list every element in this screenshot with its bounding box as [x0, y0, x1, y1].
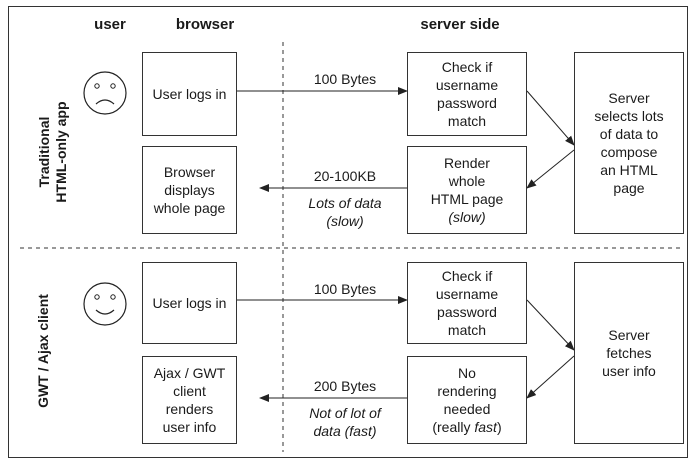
bottom-user-logs-in-box: User logs in — [142, 262, 237, 344]
top-render-text: Render whole HTML page — [430, 155, 504, 207]
top-check-credentials-box: Check if username password match — [407, 52, 527, 136]
top-render-box: Render whole HTML page (slow) — [407, 146, 527, 234]
bottom-server-fetch-box: Server fetches user info — [574, 262, 684, 444]
sad-face-icon — [83, 71, 127, 115]
bottom-render-line-3: needed — [443, 401, 491, 417]
top-response-size: 20-100KB — [313, 168, 377, 184]
top-to-server-arrow — [526, 90, 575, 146]
header-browser: browser — [175, 16, 235, 33]
top-response-note-1: Lots of data — [308, 195, 382, 211]
bottom-response-note-1: Not of lot of — [309, 405, 381, 421]
bottom-request-size: 100 Bytes — [313, 281, 377, 297]
bottom-response-size: 200 Bytes — [313, 378, 377, 394]
top-server-compose-box: Server selects lots of data to compose a… — [574, 52, 684, 234]
top-user-logs-in-box: User logs in — [142, 52, 237, 136]
bottom-render-line-1: No — [458, 365, 476, 381]
side-label-gwt-ajax: GWT / Ajax client — [35, 294, 51, 408]
bottom-check-credentials-box: Check if username password match — [407, 262, 527, 344]
diagram-frame — [8, 6, 688, 458]
top-render-note: (slow) — [448, 209, 486, 225]
header-server-side: server side — [420, 16, 500, 33]
top-response-note-2: (slow) — [326, 213, 364, 229]
happy-face-icon — [83, 282, 127, 326]
bottom-render-line-4: (really fast) — [432, 419, 502, 435]
bottom-from-server-arrow — [526, 355, 575, 399]
bottom-response-note-2: data (fast) — [313, 423, 377, 439]
top-request-size: 100 Bytes — [313, 71, 377, 87]
top-browser-display-box: Browser displays whole page — [142, 146, 237, 234]
bottom-render-line-2: rendering — [437, 383, 497, 399]
header-user: user — [94, 16, 126, 33]
top-from-server-arrow — [526, 149, 575, 189]
bottom-client-render-box: Ajax / GWT client renders user info — [142, 356, 237, 444]
bottom-to-server-arrow — [526, 299, 575, 351]
bottom-no-render-box: No rendering needed (really fast) — [407, 356, 527, 444]
